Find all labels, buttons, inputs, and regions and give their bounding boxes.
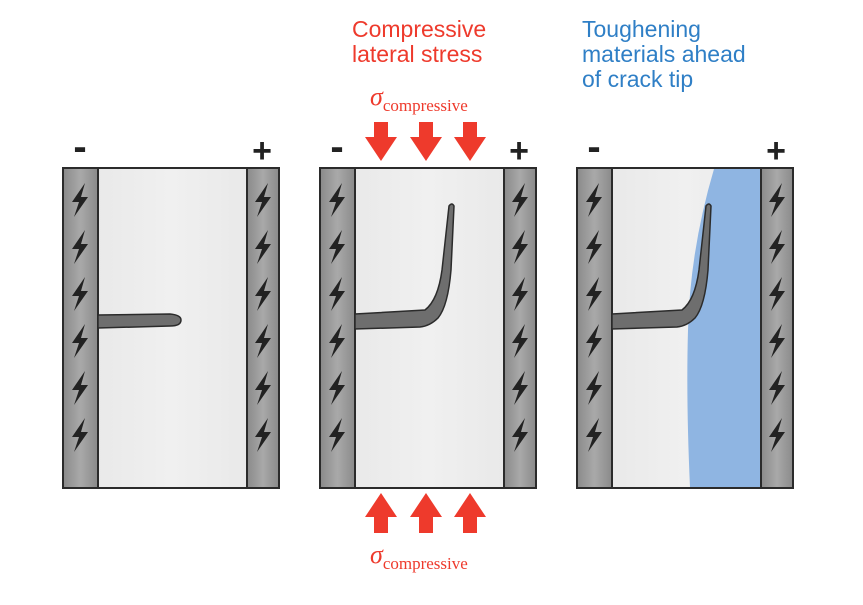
lightning-bolt-icon bbox=[512, 371, 528, 405]
lightning-bolt-icon bbox=[329, 324, 345, 358]
panel-3-positive-bolts bbox=[769, 183, 785, 452]
lightning-bolt-icon bbox=[72, 230, 88, 264]
lightning-bolt-icon bbox=[512, 324, 528, 358]
top-compressive-arrows bbox=[365, 122, 486, 161]
panel-1-positive-electrode bbox=[246, 167, 280, 489]
panel-2-compressive-stress: - + bbox=[319, 122, 537, 533]
lightning-bolt-icon bbox=[586, 324, 602, 358]
panel-1-positive-bolts bbox=[255, 183, 271, 452]
sigma-compressive-bottom: σcompressive bbox=[370, 540, 468, 573]
sigma-subscript: compressive bbox=[382, 96, 468, 115]
panel-2-negative-bolts bbox=[329, 183, 345, 452]
lightning-bolt-icon bbox=[255, 230, 271, 264]
panel-3-negative-bolts bbox=[586, 183, 602, 452]
lightning-bolt-icon bbox=[72, 371, 88, 405]
panel-1-plus-label: + bbox=[252, 132, 272, 170]
lightning-bolt-icon bbox=[586, 230, 602, 264]
sigma-symbol: σ bbox=[370, 540, 383, 569]
lightning-bolt-icon bbox=[255, 371, 271, 405]
sigma-compressive-top: σcompressive bbox=[370, 82, 468, 115]
panel-2-crack bbox=[354, 203, 455, 330]
lightning-bolt-icon bbox=[769, 418, 785, 452]
panel-3-plus-label: + bbox=[766, 132, 786, 170]
sigma-symbol: σ bbox=[370, 82, 383, 111]
panel-3-crack bbox=[611, 203, 712, 330]
lightning-bolt-icon bbox=[255, 277, 271, 311]
lightning-bolt-icon bbox=[329, 371, 345, 405]
compressive-stress-caption: Compressive lateral stress bbox=[352, 17, 486, 67]
caption-line: lateral stress bbox=[352, 41, 483, 67]
arrow-icon bbox=[454, 122, 486, 161]
arrow-icon bbox=[454, 493, 486, 533]
lightning-bolt-icon bbox=[72, 183, 88, 217]
panel-3-toughening: - + bbox=[576, 125, 794, 489]
panel-1-crack bbox=[97, 313, 182, 329]
panel-2-minus-label: - bbox=[330, 125, 343, 169]
caption-line: Compressive bbox=[352, 16, 487, 42]
caption-line: of crack tip bbox=[582, 66, 694, 92]
lightning-bolt-icon bbox=[72, 277, 88, 311]
lightning-bolt-icon bbox=[769, 183, 785, 217]
panel-2-plus-label: + bbox=[509, 132, 529, 170]
caption-line: materials ahead bbox=[582, 41, 746, 67]
lightning-bolt-icon bbox=[586, 371, 602, 405]
lightning-bolt-icon bbox=[586, 183, 602, 217]
lightning-bolt-icon bbox=[329, 183, 345, 217]
caption-line: Toughening bbox=[582, 16, 701, 42]
lightning-bolt-icon bbox=[329, 230, 345, 264]
lightning-bolt-icon bbox=[329, 277, 345, 311]
panel-1-negative-bolts bbox=[72, 183, 88, 452]
lightning-bolt-icon bbox=[255, 324, 271, 358]
lightning-bolt-icon bbox=[512, 277, 528, 311]
toughening-caption: Toughening materials ahead of crack tip bbox=[582, 17, 746, 92]
panel-3-minus-label: - bbox=[587, 125, 600, 169]
bottom-compressive-arrows bbox=[365, 493, 486, 533]
arrow-icon bbox=[410, 493, 442, 533]
lightning-bolt-icon bbox=[255, 183, 271, 217]
lightning-bolt-icon bbox=[769, 324, 785, 358]
lightning-bolt-icon bbox=[255, 418, 271, 452]
lightning-bolt-icon bbox=[586, 277, 602, 311]
lightning-bolt-icon bbox=[769, 371, 785, 405]
lightning-bolt-icon bbox=[72, 418, 88, 452]
panel-1-no-stress: - + bbox=[62, 125, 280, 489]
lightning-bolt-icon bbox=[769, 230, 785, 264]
arrow-icon bbox=[365, 122, 397, 161]
lightning-bolt-icon bbox=[586, 418, 602, 452]
panel-1-minus-label: - bbox=[73, 125, 86, 169]
lightning-bolt-icon bbox=[512, 418, 528, 452]
arrow-icon bbox=[365, 493, 397, 533]
panel-2-positive-bolts bbox=[512, 183, 528, 452]
lightning-bolt-icon bbox=[512, 183, 528, 217]
arrow-icon bbox=[410, 122, 442, 161]
lightning-bolt-icon bbox=[769, 277, 785, 311]
lightning-bolt-icon bbox=[329, 418, 345, 452]
lightning-bolt-icon bbox=[512, 230, 528, 264]
lightning-bolt-icon bbox=[72, 324, 88, 358]
sigma-subscript: compressive bbox=[382, 554, 468, 573]
